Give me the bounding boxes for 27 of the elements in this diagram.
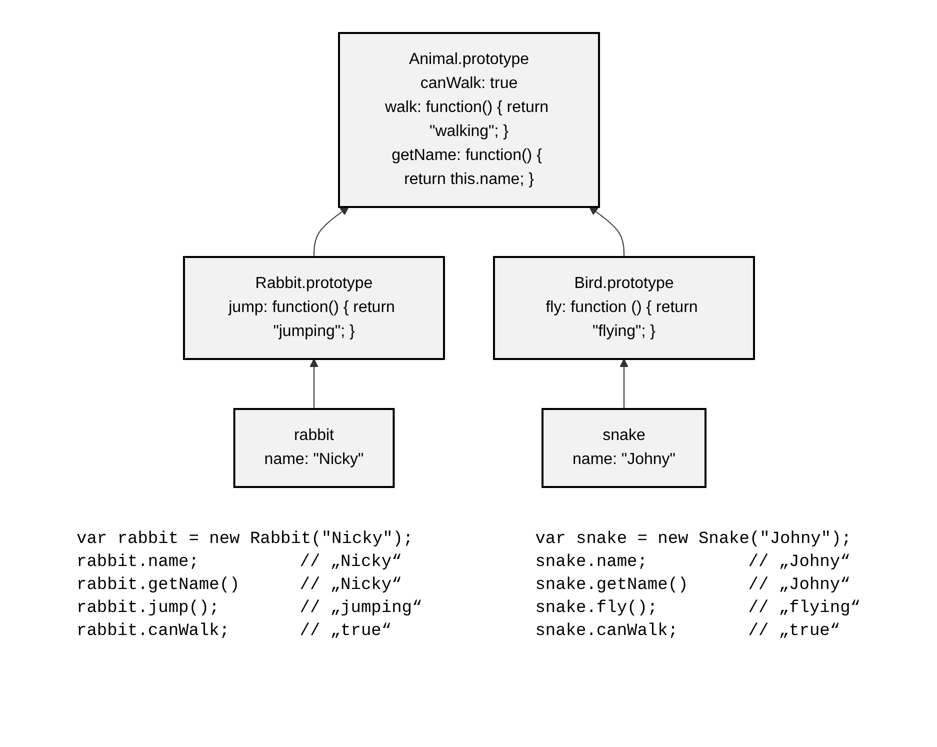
node-box: Animal.prototype canWalk: true walk: function() { return "walking"; } getName: function() { return this.name; } — [338, 32, 600, 208]
code-line: snake.name; — [535, 553, 648, 572]
code-comment: // „true“ — [748, 622, 842, 641]
arrow — [309, 358, 318, 410]
code-comment: // „Nicky“ — [300, 553, 403, 572]
code-line: rabbit.jump(); — [76, 599, 220, 618]
code-line: snake.fly(); — [535, 599, 659, 618]
code-comment: // „true“ — [300, 622, 393, 641]
arrow — [313, 206, 348, 258]
arrow — [588, 206, 624, 258]
code-comment: // „jumping“ — [300, 599, 422, 618]
code-line: snake.canWalk; — [535, 622, 680, 641]
code-comment: // „Johny“ — [748, 553, 852, 572]
code-line: var rabbit = new Rabbit("Nicky"); — [76, 530, 414, 549]
code-line: rabbit.canWalk; — [76, 622, 231, 641]
node-box: Bird.prototype fly: function () { return "flying"; } — [492, 256, 754, 360]
code-comment: // „Johny“ — [748, 576, 852, 595]
node-box: rabbit name: "Nicky" — [232, 408, 394, 488]
arrow — [619, 358, 628, 410]
node-box: Rabbit.prototype jump: function() { return "jumping"; } — [182, 256, 444, 360]
code-comment: // „flying“ — [748, 599, 860, 618]
code-line: snake.getName() — [535, 576, 688, 595]
code-line: var snake = new Snake("Johny"); — [535, 530, 852, 549]
code-line: rabbit.getName() — [76, 576, 240, 595]
node-box: snake name: "Johny" — [541, 408, 706, 488]
code-comment: // „Nicky“ — [300, 576, 403, 595]
code-line: rabbit.name; — [76, 553, 200, 572]
